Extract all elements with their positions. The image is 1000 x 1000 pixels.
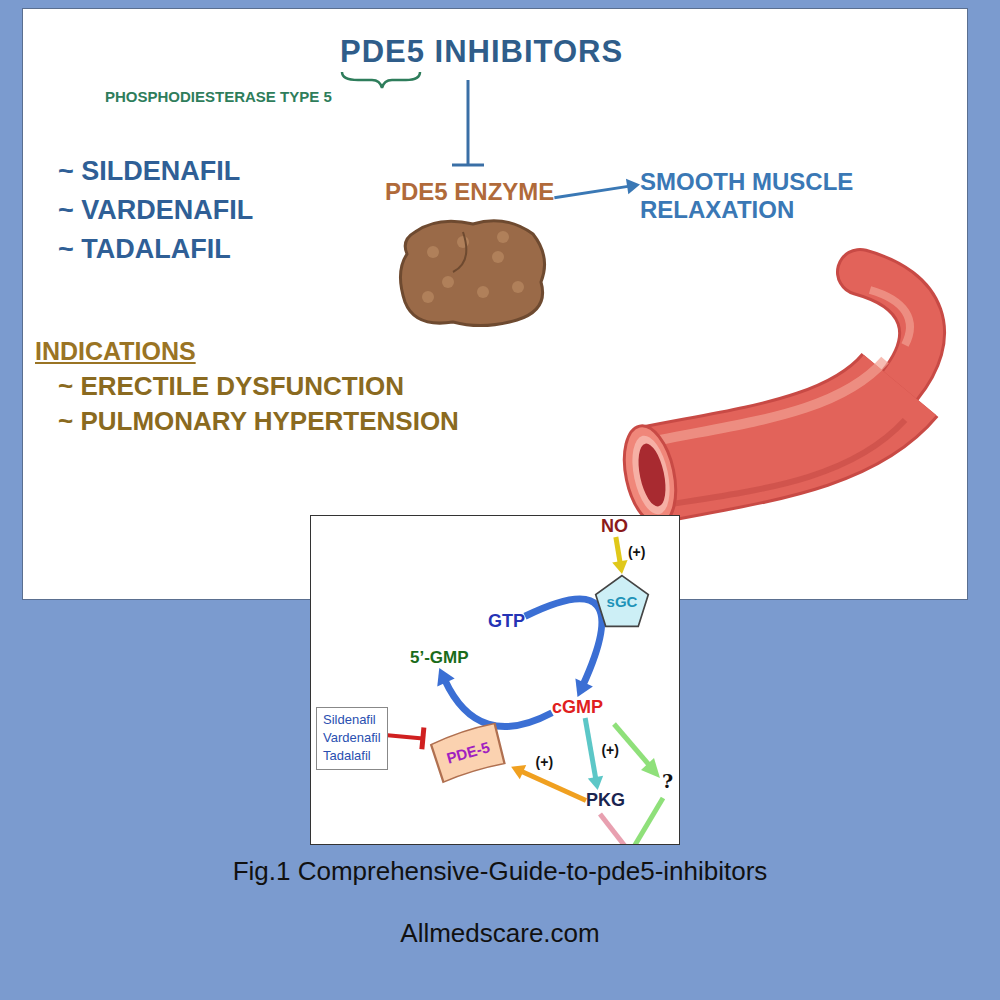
green-line <box>632 798 663 844</box>
inhibition-bar <box>422 727 424 749</box>
label-text: ~ TADALAFIL <box>58 234 231 265</box>
pde5-body <box>430 722 506 782</box>
connector-line <box>521 771 586 800</box>
label-wrap: Allmedscare.com <box>0 918 1000 949</box>
pink-line <box>600 814 628 844</box>
arrowhead <box>437 668 454 687</box>
molecule-label: cGMP <box>552 697 603 718</box>
label-text: INDICATIONS <box>35 337 196 366</box>
label-text: PHOSPHODIESTERASE TYPE 5 <box>105 88 332 105</box>
node-text: PKG <box>586 790 625 811</box>
label-text: ? <box>662 770 673 792</box>
inhibition-line <box>467 80 470 165</box>
arrowhead <box>588 776 603 790</box>
molecule-label: NO <box>601 516 628 537</box>
blob-spot <box>492 251 504 263</box>
green-arrowhead <box>641 758 660 778</box>
blob-spot <box>422 291 434 303</box>
arrowhead <box>626 179 640 194</box>
enzyme-pentagon: sGC <box>594 574 650 628</box>
label-text: ~ PULMONARY HYPERTENSION <box>58 406 459 437</box>
label-text: ~ ERECTILE DYSFUNCTION <box>58 371 404 402</box>
label-wrap: ~ VARDENAFIL <box>58 195 253 226</box>
label-wrap: PHOSPHODIESTERASE TYPE 5 <box>105 88 332 105</box>
enzyme-blob <box>393 212 553 330</box>
figure-caption: Fig.1 Comprehensive-Guide-to-pde5-inhibi… <box>0 856 1000 887</box>
connector <box>554 179 640 198</box>
connector-line <box>585 718 596 780</box>
pentagon <box>596 576 649 627</box>
label-wrap: INDICATIONS <box>35 337 196 366</box>
node-text: Tadalafil <box>323 747 381 765</box>
outcome-node: SMOOTH MUSCLE RELAXATION <box>640 168 880 223</box>
inhibition-bar <box>452 164 484 167</box>
node-text: PDE5 ENZYME <box>385 178 554 206</box>
caption-wrap: Fig.1 Comprehensive-Guide-to-pde5-inhibi… <box>0 856 1000 887</box>
blob-crease <box>453 232 466 272</box>
edge-label: (+) <box>535 754 555 770</box>
arrowhead <box>612 560 627 574</box>
edge-label-wrap: (+) <box>627 544 647 560</box>
blob-spot <box>457 236 469 248</box>
node-text: 5’-GMP <box>410 648 469 668</box>
title-wrap: PDE5 INHIBITORS <box>340 34 623 70</box>
node-text: cGMP <box>552 697 603 718</box>
drug-box: SildenafilVardenafilTadalafil <box>316 707 388 770</box>
label-wrap: ~ ERECTILE DYSFUNCTION <box>58 371 404 402</box>
edge-label-wrap: (+) <box>535 754 555 770</box>
connector <box>388 727 424 749</box>
arrowhead <box>511 765 526 779</box>
connector-line <box>554 186 629 198</box>
node-text: SMOOTH MUSCLE RELAXATION <box>640 168 880 223</box>
molecule-label: GTP <box>488 611 525 632</box>
molecule-label: 5’-GMP <box>410 648 469 668</box>
label-wrap: ~ SILDENAFIL <box>58 156 240 187</box>
connector <box>437 668 552 727</box>
label-wrap: ~ PULMONARY HYPERTENSION <box>58 406 459 437</box>
molecule-label: PKG <box>586 790 625 811</box>
diagram-title: PDE5 INHIBITORS <box>340 34 623 70</box>
connector <box>525 599 602 697</box>
blob-spot <box>427 246 439 258</box>
connector-line <box>616 537 620 564</box>
connector <box>612 537 627 574</box>
edge-label: (+) <box>627 544 647 560</box>
label-wrap: ~ TADALAFIL <box>58 234 231 265</box>
watermark: Allmedscare.com <box>0 918 1000 949</box>
connector-line <box>445 680 552 727</box>
label-text: ~ VARDENAFIL <box>58 195 253 226</box>
brace <box>342 72 420 88</box>
blob-spot <box>477 286 489 298</box>
label-wrap: ? <box>662 770 673 792</box>
blob-spot <box>512 281 524 293</box>
blob-spot <box>442 276 454 288</box>
node-text: Sildenafil <box>323 711 381 729</box>
connector-line <box>388 735 423 738</box>
node-text: sGC <box>607 593 638 610</box>
blob-body <box>400 221 544 326</box>
edge-label: (+) <box>600 742 620 758</box>
arrowhead <box>575 678 592 697</box>
node-text: Vardenafil <box>323 729 381 747</box>
node-text: NO <box>601 516 628 537</box>
blood-vessel <box>616 272 922 529</box>
node-text: GTP <box>488 611 525 632</box>
connector <box>511 765 586 801</box>
label-text: ~ SILDENAFIL <box>58 156 240 187</box>
edge-label-wrap: (+) <box>600 742 620 758</box>
enzyme-node: PDE5 ENZYME <box>385 178 554 330</box>
connector-line <box>525 599 602 686</box>
blob-spot <box>497 231 509 243</box>
